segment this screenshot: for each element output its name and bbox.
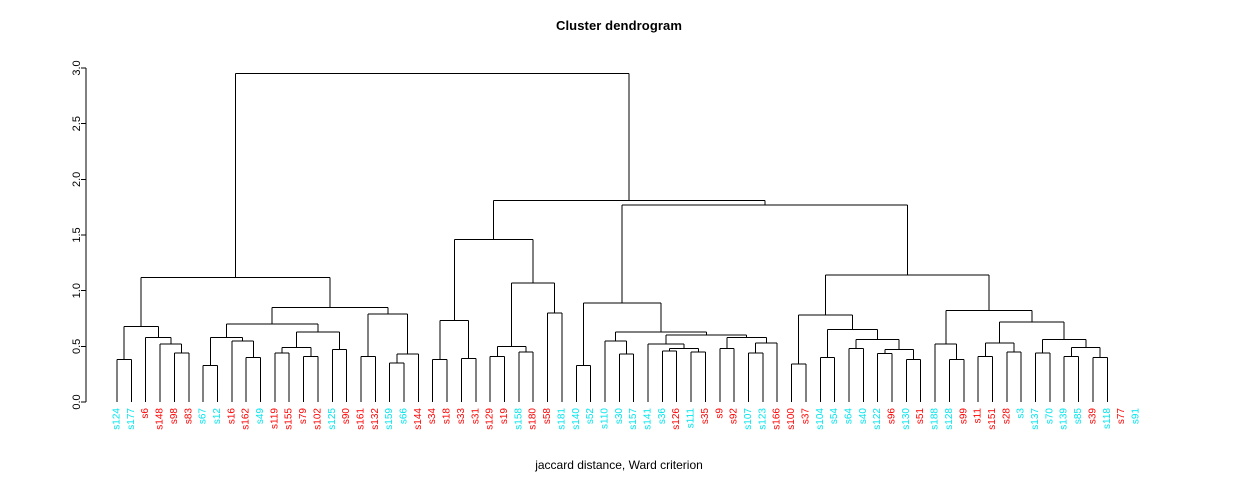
leaf-label: s40	[858, 408, 869, 425]
leaf-label: s28	[1001, 408, 1012, 425]
x-axis-caption: jaccard distance, Ward criterion	[535, 458, 703, 472]
leaf-label: s96	[887, 408, 898, 425]
leaf-label: s107	[743, 408, 754, 430]
dendrogram-links	[116, 73, 1108, 402]
leaf-label: s52	[585, 408, 596, 425]
leaf-label: s36	[657, 408, 668, 425]
leaf-label: s18	[442, 408, 453, 425]
leaf-label: s64	[843, 408, 854, 425]
leaf-label: s181	[556, 408, 567, 430]
leaf-label: s128	[944, 408, 955, 430]
leaf-label: s162	[241, 408, 252, 430]
leaf-label: s90	[341, 408, 352, 425]
y-axis-tick-label: 2.5	[71, 116, 83, 131]
leaf-label: s31	[470, 408, 481, 425]
leaf-label: s148	[155, 408, 166, 430]
leaf-label: s132	[370, 408, 381, 430]
leaf-label: s85	[1073, 408, 1084, 425]
leaf-label: s30	[614, 408, 625, 425]
y-axis-tick-label: 3.0	[71, 60, 83, 75]
leaf-label: s19	[499, 408, 510, 425]
leaf-label: s51	[915, 408, 926, 425]
leaf-label: s157	[628, 408, 639, 430]
leaf-label: s129	[485, 408, 496, 430]
leaf-label: s122	[872, 408, 883, 430]
leaf-label: s123	[757, 408, 768, 430]
leaf-label: s37	[800, 408, 811, 425]
leaf-label: s102	[312, 408, 323, 430]
leaf-label: s159	[384, 408, 395, 430]
leaf-label: s49	[255, 408, 266, 425]
leaf-label: s118	[1102, 408, 1113, 429]
leaf-label: s3	[1016, 408, 1027, 419]
leaf-label: s12	[212, 408, 223, 425]
page-title: Cluster dendrogram	[555, 18, 683, 33]
leaf-label: s124	[112, 408, 123, 430]
leaf-label: s119	[269, 408, 280, 429]
leaf-label: s33	[456, 408, 467, 425]
leaf-label: s99	[958, 408, 969, 425]
leaf-label: s161	[355, 408, 366, 430]
leaf-label: s77	[1116, 408, 1127, 425]
leaf-label: s16	[226, 408, 237, 425]
leaf-label: s166	[772, 408, 783, 430]
y-axis-tick-label: 2.0	[71, 172, 83, 187]
y-axis-tick-label: 0.0	[71, 394, 83, 409]
leaf-label: s180	[528, 408, 539, 430]
leaf-label: s11	[973, 408, 984, 424]
leaf-label: s130	[901, 408, 912, 430]
leaf-label: s139	[1059, 408, 1070, 430]
leaf-label: s141	[643, 408, 654, 430]
leaf-label: s111	[686, 408, 697, 429]
leaf-label: s144	[413, 408, 424, 430]
leaf-label: s158	[513, 408, 524, 430]
leaf-label: s155	[284, 408, 295, 430]
leaf-label: s100	[786, 408, 797, 430]
leaf-label: s137	[1030, 408, 1041, 430]
leaf-label: s151	[987, 408, 998, 430]
leaf-label: s110	[599, 408, 610, 429]
y-axis: 0.0 0.5 1.0 1.5 2.0 2.5 3.0	[71, 60, 87, 410]
leaf-label: s58	[542, 408, 553, 425]
y-axis-tick-label: 0.5	[71, 339, 83, 354]
leaf-label: s126	[671, 408, 682, 430]
leaf-label: s70	[1044, 408, 1055, 425]
leaf-label: s140	[571, 408, 582, 430]
leaf-label: s125	[327, 408, 338, 430]
leaf-label: s91	[1131, 408, 1142, 425]
leaf-label: s188	[930, 408, 941, 430]
leaf-label: s92	[729, 408, 740, 425]
leaf-label: s67	[198, 408, 209, 425]
leaf-label: s79	[298, 408, 309, 425]
leaf-label: s66	[399, 408, 410, 425]
leaf-label: s34	[427, 408, 438, 425]
leaf-label: s83	[183, 408, 194, 425]
leaf-label: s6	[140, 408, 151, 419]
y-axis-tick-label: 1.5	[71, 227, 83, 242]
leaf-label: s98	[169, 408, 180, 425]
leaf-label: s9	[714, 408, 725, 419]
leaf-label: s35	[700, 408, 711, 425]
leaf-label: s177	[126, 408, 137, 430]
leaf-label: s39	[1087, 408, 1098, 425]
leaf-label: s104	[815, 408, 826, 430]
y-axis-tick-label: 1.0	[71, 283, 83, 298]
leaf-label: s54	[829, 408, 840, 425]
